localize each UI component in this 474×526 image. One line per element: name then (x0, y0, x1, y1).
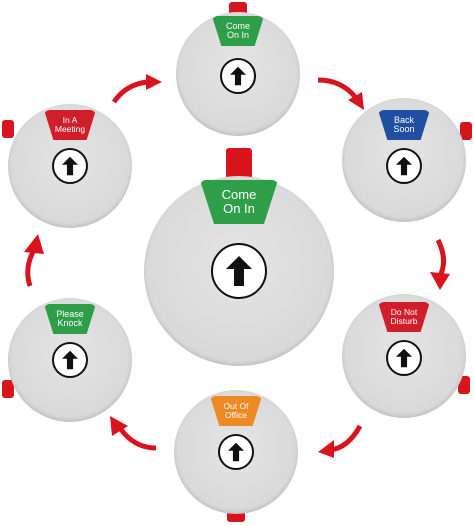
curved-arrow-icon (24, 234, 44, 287)
dial-button[interactable] (386, 148, 422, 184)
curved-arrow-icon (430, 238, 450, 290)
dial-knob (2, 120, 14, 138)
sign-badge-please-knock: Please Knock (44, 304, 96, 334)
dial-button[interactable] (52, 148, 88, 184)
center-sign-badge: Come On In (200, 180, 278, 224)
sign-badge-in-a-meeting: In A Meeting (44, 110, 96, 140)
sign-badge-out-of-office: Out Of Office (210, 396, 262, 426)
up-arrow-icon (228, 442, 244, 462)
curved-arrow-icon (110, 416, 157, 451)
dial-in-a-meeting: In A Meeting (2, 104, 132, 228)
up-arrow-icon (62, 156, 78, 176)
dial-back-soon: Back Soon (342, 98, 472, 222)
dial-come-on-in: Come On In (176, 2, 300, 136)
up-arrow-icon (226, 256, 252, 286)
dial-do-not-disturb: Do Not Disturb (342, 294, 470, 418)
dial-out-of-office: Out Of Office (174, 390, 298, 522)
dial-knob (458, 376, 470, 394)
sign-badge-back-soon: Back Soon (378, 110, 430, 140)
center-dial-button[interactable] (211, 243, 267, 299)
sign-badge-do-not-disturb: Do Not Disturb (378, 302, 430, 332)
up-arrow-icon (396, 348, 412, 368)
dial-knob (2, 380, 14, 398)
dial-knob (460, 122, 472, 140)
curved-arrow-icon (111, 74, 162, 104)
sign-badge-come-on-in: Come On In (212, 16, 264, 46)
dial-button[interactable] (386, 340, 422, 376)
up-arrow-icon (62, 350, 78, 370)
center-dial: Come On In (144, 148, 334, 366)
dial-button[interactable] (52, 342, 88, 378)
dial-button[interactable] (220, 58, 256, 94)
dial-please-knock: Please Knock (2, 298, 132, 422)
dial-button[interactable] (218, 434, 254, 470)
curved-arrow-icon (317, 77, 364, 110)
curved-arrow-icon (318, 424, 363, 458)
up-arrow-icon (396, 156, 412, 176)
up-arrow-icon (230, 66, 246, 86)
